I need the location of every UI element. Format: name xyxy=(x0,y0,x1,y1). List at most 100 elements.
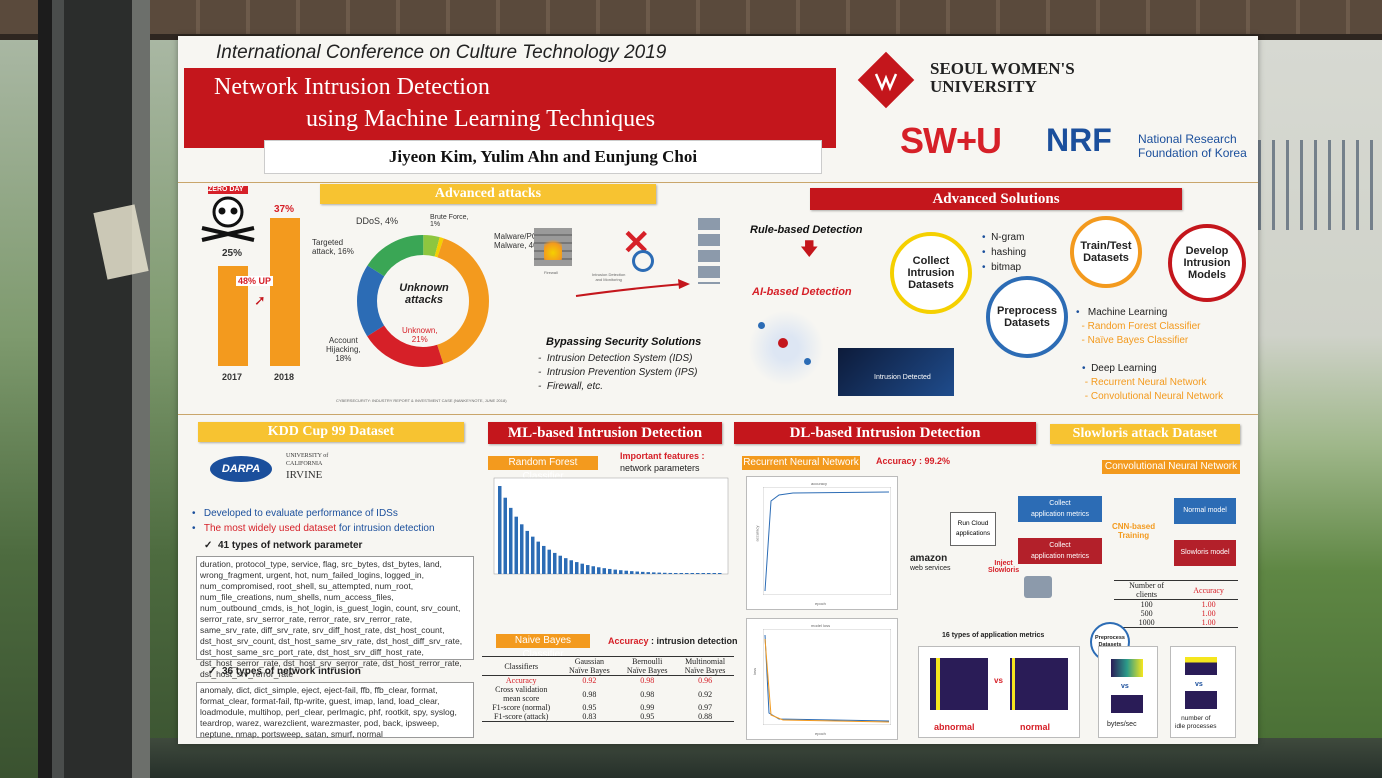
advanced-solutions-heading: Advanced Solutions xyxy=(810,188,1182,210)
table-cell: Accuracy xyxy=(505,676,537,685)
aws-line-1: amazon xyxy=(910,553,948,564)
divider-middle xyxy=(178,414,1258,415)
idle-panel: vs number of idle processes xyxy=(1170,646,1236,738)
dl-methods: • Deep Learning - Recurrent Neural Netwo… xyxy=(1082,362,1223,404)
table-cell: 0.96 xyxy=(698,676,713,685)
importance-bar xyxy=(498,486,502,574)
importance-bar xyxy=(690,573,694,574)
divider-top xyxy=(178,182,1258,183)
title-bar xyxy=(184,68,836,148)
importance-bar xyxy=(569,560,573,574)
skull-icon xyxy=(201,186,255,242)
authors: Jiyeon Kim, Yulim Ahn and Eunjung Choi xyxy=(264,140,822,174)
table-header-cell: Multinomial Naïve Bayes xyxy=(684,657,726,675)
balcony-railing xyxy=(1258,140,1382,230)
firewall-icon xyxy=(534,228,572,266)
aws-line-2: web services xyxy=(910,565,951,572)
accuracy-plot-xlabel: epoch xyxy=(815,601,826,606)
table-header-cell: Number of clients xyxy=(1129,581,1165,599)
intrusion-detected-text: Intrusion Detected xyxy=(874,374,931,381)
table-cell: 0.92 xyxy=(698,689,713,699)
segment-label-targeted: Targeted attack, 16% xyxy=(312,238,354,256)
kdd-heading: KDD Cup 99 Dataset xyxy=(198,422,464,442)
title-line-1: Network Intrusion Detection xyxy=(214,74,490,100)
server-icon xyxy=(698,218,720,284)
cnn-label: Convolutional Neural Network xyxy=(1102,460,1240,474)
vs-idle: vs xyxy=(1195,681,1203,688)
train-test-circle: Train/Test Datasets xyxy=(1070,216,1142,288)
table-cell: 500 xyxy=(1140,609,1153,618)
importance-bar xyxy=(641,571,645,574)
importance-bar xyxy=(652,572,656,574)
importance-bar xyxy=(696,573,700,574)
loss-plot-xlabel: epoch xyxy=(815,731,826,736)
importance-bar xyxy=(525,530,529,574)
importance-bar xyxy=(536,541,540,574)
importance-bar xyxy=(668,572,672,574)
importance-bar xyxy=(531,536,535,574)
nrf-name-line-2: Foundation of Korea xyxy=(1138,146,1247,160)
intrusion-box: anomaly, dict, dict_simple, eject, eject… xyxy=(196,682,474,739)
advanced-attacks-heading: Advanced attacks xyxy=(320,184,656,204)
title-line-2: using Machine Learning Techniques xyxy=(306,106,656,132)
important-sub: network parameters xyxy=(620,463,700,473)
rule-based-label: Rule-based Detection xyxy=(750,224,863,236)
table-cell: 0.95 xyxy=(640,712,655,721)
segment-label-unknown: Unknown, 21% xyxy=(402,326,438,344)
ai-based-label: AI-based Detection xyxy=(752,286,852,298)
segment-label-account-hijacking: Account Hijacking, 18% xyxy=(326,336,361,363)
dl-title: • Deep Learning xyxy=(1082,363,1157,374)
table-header-cell: Accuracy xyxy=(1193,585,1224,595)
idle-label: number of idle processes xyxy=(1175,715,1217,730)
nrf-name: National Research Foundation of Korea xyxy=(1138,132,1247,160)
year-2017: 2017 xyxy=(222,372,243,382)
university-logo-icon xyxy=(857,51,915,109)
importance-bar xyxy=(613,569,617,574)
importance-bar xyxy=(663,572,667,574)
inject-label: Inject Slowloris xyxy=(988,560,1020,574)
kdd-bullets: • Developed to evaluate performance of I… xyxy=(192,506,435,536)
source-note: CYBERSECURITY: INDUSTRY REPORT & INVESTM… xyxy=(336,398,507,403)
importance-bar xyxy=(712,573,716,574)
table-cell: Cross validation mean score xyxy=(495,685,548,703)
uci-line-2: CALIFORNIA xyxy=(286,461,323,467)
vs-bytes: vs xyxy=(1121,683,1129,690)
importance-bar xyxy=(558,555,562,574)
bar-2017-label: 25% xyxy=(222,248,243,259)
importance-bar xyxy=(679,573,683,574)
year-2018: 2018 xyxy=(274,372,295,382)
conference-name: International Conference on Culture Tech… xyxy=(216,42,667,63)
ml-item: - Random Forest Classifier xyxy=(1076,321,1201,332)
attacks-donut-chart xyxy=(357,235,489,367)
rf-label: Random Forest Classifier xyxy=(488,456,598,482)
table-header-cell: Bernoulli Naïve Bayes xyxy=(626,657,668,675)
run-cloud-box: Run Cloud applications xyxy=(950,512,996,546)
table-cell: 0.95 xyxy=(582,703,597,712)
firewall-label: Firewall xyxy=(544,270,558,275)
magnifier-icon xyxy=(632,250,654,272)
table-cell: F1-score (normal) xyxy=(492,703,551,712)
uci-logo: UNIVERSITY of CALIFORNIA IRVINE xyxy=(286,452,328,482)
bar-2018-label: 37% xyxy=(274,204,295,215)
nrf-logo: NRF xyxy=(1046,122,1112,158)
table-cell: 1.00 xyxy=(1201,600,1216,609)
dl-accuracy: Accuracy : 99.2% xyxy=(876,456,951,466)
table-cell: 1.00 xyxy=(1201,618,1216,627)
aws-logo: amazon web services xyxy=(910,554,972,574)
attack-arrow-icon xyxy=(575,279,690,297)
importance-bar xyxy=(619,570,623,574)
importance-bar xyxy=(608,568,612,574)
params-title: ✓ 41 types of network parameter xyxy=(204,540,363,551)
swu-logo: SW+U xyxy=(900,120,1002,161)
params-box: duration, protocol_type, service, flag, … xyxy=(196,556,474,679)
importance-bar xyxy=(657,572,661,574)
importance-bar xyxy=(547,549,551,574)
feature-list: • N-gram • hashing • bitmap xyxy=(982,230,1026,275)
importance-bar xyxy=(520,524,524,574)
donut-center-line-1: Unknown xyxy=(399,282,449,294)
feature-item: • bitmap xyxy=(982,262,1022,273)
bypass-title: Bypassing Security Solutions xyxy=(546,336,702,348)
